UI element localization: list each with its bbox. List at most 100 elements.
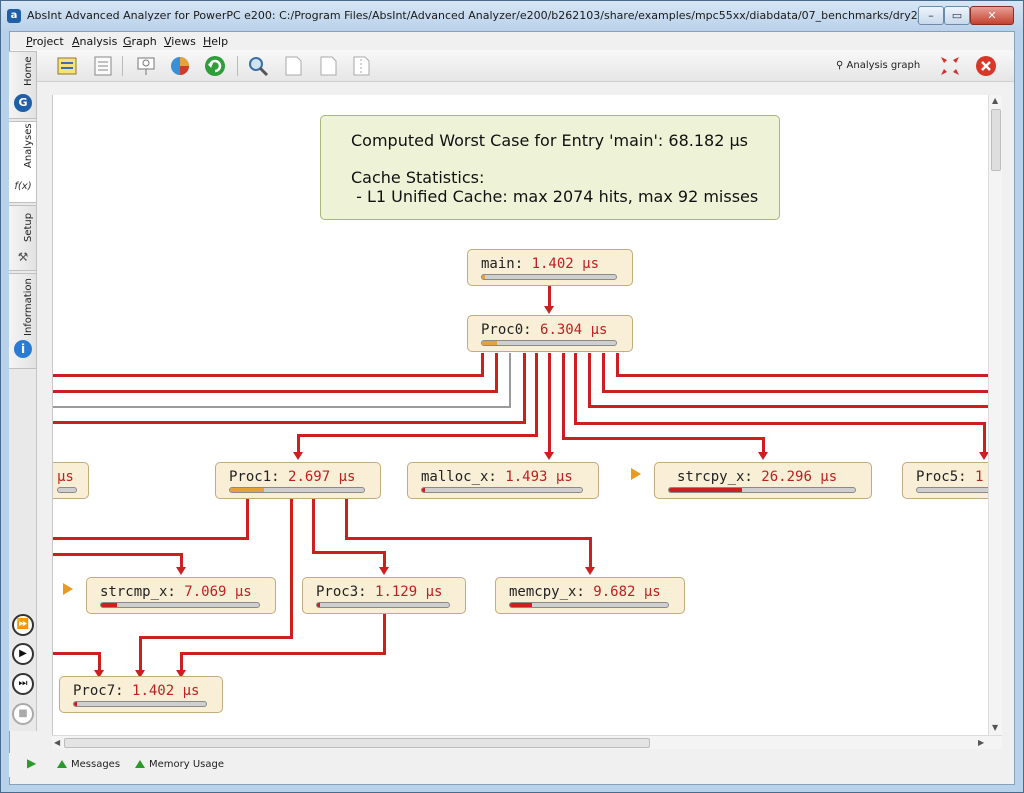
memory-usage-toggle[interactable]: Memory Usage bbox=[135, 759, 224, 770]
page-icon[interactable] bbox=[281, 54, 305, 78]
toolbar-separator bbox=[122, 56, 123, 76]
node-proc7[interactable]: Proc7: 1.402 µs bbox=[59, 676, 223, 713]
graph-icon: ⚲ bbox=[836, 60, 847, 71]
menu-graph[interactable]: Graph bbox=[123, 35, 157, 48]
node-proc5[interactable]: Proc5: 1 bbox=[902, 462, 988, 499]
horizontal-scroll-thumb[interactable] bbox=[64, 738, 650, 748]
scroll-down-icon[interactable]: ▼ bbox=[992, 723, 999, 732]
node-time: 1 bbox=[975, 469, 984, 485]
edge-proc0-left-1 bbox=[53, 374, 483, 377]
bar-fill bbox=[74, 702, 77, 706]
arrowhead bbox=[979, 452, 988, 460]
analysis-graph-label: Analysis graph bbox=[846, 60, 921, 71]
run-icon[interactable]: ▶ bbox=[27, 756, 37, 770]
edge-left-proc7 bbox=[53, 652, 101, 655]
node-time: 9.682 µs bbox=[593, 584, 661, 600]
arrowhead bbox=[94, 670, 104, 678]
node-progress-bar bbox=[57, 487, 77, 493]
messages-toggle[interactable]: Messages bbox=[57, 759, 120, 770]
node-label: Proc5: bbox=[916, 469, 976, 485]
tab-information-label: Information bbox=[23, 278, 34, 336]
play-icon[interactable]: ▶ bbox=[12, 643, 34, 665]
edge bbox=[180, 553, 183, 570]
node-progress-bar bbox=[100, 602, 260, 608]
minimize-button[interactable]: – bbox=[918, 6, 944, 25]
tab-analyses[interactable]: Analyses f(x) bbox=[9, 121, 37, 203]
scroll-up-icon[interactable]: ▲ bbox=[992, 96, 999, 105]
pie-chart-icon[interactable] bbox=[168, 54, 192, 78]
title-bar[interactable]: a AbsInt Advanced Analyzer for PowerPC e… bbox=[1, 1, 1023, 31]
edge bbox=[180, 652, 386, 655]
refresh-icon[interactable] bbox=[203, 54, 227, 78]
menu-help[interactable]: Help bbox=[203, 35, 229, 48]
arrowhead bbox=[544, 452, 554, 460]
maximize-button[interactable]: ▭ bbox=[944, 6, 970, 25]
expand-icon bbox=[57, 760, 67, 768]
tab-setup[interactable]: Setup ⚒ bbox=[9, 205, 37, 271]
app-icon: a bbox=[7, 9, 21, 23]
node-time: 1.402 µs bbox=[132, 683, 200, 699]
node-proc1[interactable]: Proc1: 2.697 µs bbox=[215, 462, 381, 499]
cache-stats-line: - L1 Unified Cache: max 2074 hits, max 9… bbox=[351, 187, 759, 206]
vertical-scroll-thumb[interactable] bbox=[991, 109, 1001, 171]
project-tree-icon[interactable] bbox=[55, 54, 79, 78]
split-page-icon[interactable] bbox=[349, 54, 373, 78]
edge-proc0-proc5 bbox=[574, 353, 577, 425]
document-list-icon[interactable] bbox=[91, 54, 115, 78]
edge-proc0-left-4 bbox=[53, 421, 525, 424]
toolbar: ⚲ Analysis graph bbox=[10, 50, 1014, 82]
close-window-button[interactable]: ✕ bbox=[970, 6, 1014, 25]
node-strcpy-x[interactable]: strcpy_x: 26.296 µs bbox=[654, 462, 872, 499]
edge bbox=[509, 353, 511, 408]
node-progress-bar bbox=[481, 340, 617, 346]
scroll-right-icon[interactable]: ▶ bbox=[978, 738, 985, 747]
hotspot-marker-icon bbox=[63, 583, 73, 595]
fit-to-window-icon[interactable] bbox=[938, 54, 962, 78]
node-main[interactable]: main: 1.402 µs bbox=[467, 249, 633, 286]
menu-views[interactable]: Views bbox=[164, 35, 196, 48]
node-malloc-x[interactable]: malloc_x: 1.493 µs bbox=[407, 462, 599, 499]
analysis-graph-button[interactable]: ⚲ Analysis graph bbox=[836, 56, 920, 76]
page-icon[interactable] bbox=[316, 54, 340, 78]
status-bar: ▶ Messages Memory Usage bbox=[9, 753, 1013, 777]
fast-forward-icon[interactable]: ⏩ bbox=[12, 614, 34, 636]
expand-icon bbox=[135, 760, 145, 768]
node-left-cut[interactable]: µs bbox=[53, 462, 89, 499]
step-icon[interactable]: ⏭ bbox=[12, 673, 34, 695]
menu-analysis[interactable]: Analysis bbox=[72, 35, 118, 48]
edge bbox=[983, 422, 986, 454]
node-proc0[interactable]: Proc0: 6.304 µs bbox=[467, 315, 633, 352]
node-time: 1.402 µs bbox=[531, 256, 600, 272]
edge bbox=[495, 353, 498, 393]
analysis-graph-canvas[interactable]: Computed Worst Case for Entry 'main': 68… bbox=[52, 95, 988, 735]
edge-proc0-malloc bbox=[548, 353, 551, 453]
horizontal-scrollbar[interactable]: ◀ ▶ bbox=[52, 735, 1002, 749]
node-memcpy-x[interactable]: memcpy_x: 9.682 µs bbox=[495, 577, 685, 614]
edge-proc1-proc7 bbox=[290, 499, 293, 639]
wrench-icon: ⚒ bbox=[17, 250, 29, 264]
info-icon: i bbox=[14, 340, 32, 358]
worst-case-text: Computed Worst Case for Entry 'main': 68… bbox=[351, 131, 748, 150]
arrowhead bbox=[176, 567, 186, 575]
menu-project[interactable]: Project bbox=[26, 35, 64, 48]
stop-icon[interactable]: ■ bbox=[12, 703, 34, 725]
vertical-scrollbar[interactable]: ▲ ▼ bbox=[988, 95, 1002, 735]
window-title: AbsInt Advanced Analyzer for PowerPC e20… bbox=[27, 9, 954, 22]
node-strcmp-x[interactable]: strcmp_x: 7.069 µs bbox=[86, 577, 276, 614]
node-label: memcpy_x: bbox=[509, 584, 594, 600]
node-proc3[interactable]: Proc3: 1.129 µs bbox=[302, 577, 466, 614]
edge bbox=[589, 537, 592, 570]
arrowhead bbox=[379, 567, 389, 575]
edge bbox=[98, 652, 101, 672]
presentation-icon[interactable] bbox=[134, 54, 158, 78]
tab-setup-label: Setup bbox=[23, 212, 34, 242]
close-graph-icon[interactable] bbox=[974, 54, 998, 78]
edge bbox=[345, 537, 592, 540]
tab-information[interactable]: Information i bbox=[9, 273, 37, 369]
tab-home[interactable]: Home G bbox=[9, 51, 37, 119]
zoom-icon[interactable] bbox=[246, 54, 270, 78]
node-progress-bar bbox=[509, 602, 669, 608]
scroll-left-icon[interactable]: ◀ bbox=[54, 738, 61, 747]
messages-label: Messages bbox=[71, 759, 121, 770]
